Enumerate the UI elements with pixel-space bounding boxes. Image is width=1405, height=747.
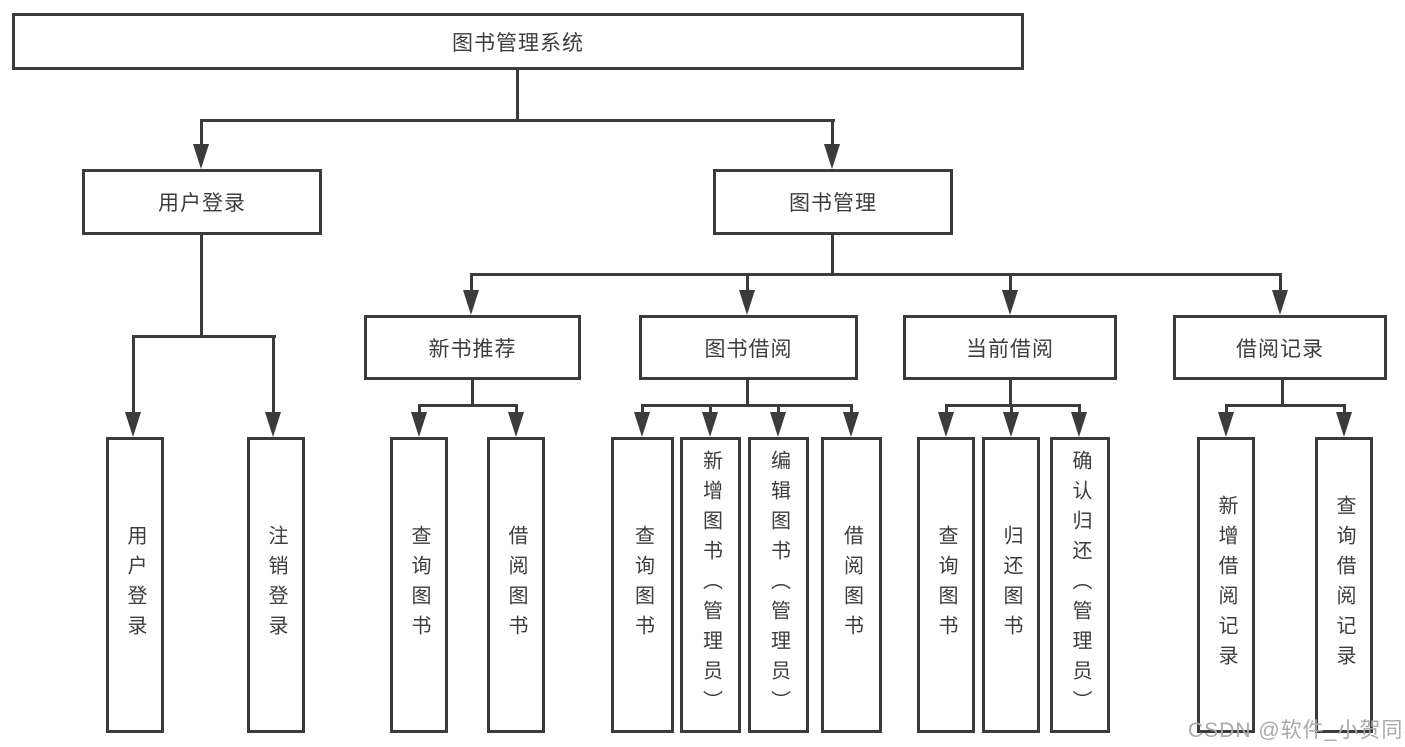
group-current-borrow: 当前借阅 — [903, 315, 1117, 380]
arrowhead-down — [770, 412, 786, 437]
arrowhead-down — [1002, 290, 1018, 315]
branch-user-login: 用户登录 — [82, 169, 322, 235]
leaf-label: 注销登录 — [265, 525, 287, 645]
arrowhead-down — [634, 412, 650, 437]
connector-drop-leaf — [709, 404, 712, 416]
connector-drop-group — [470, 273, 473, 295]
connector-drop-leaf — [641, 404, 644, 416]
leaf-borrow-books-1: 借阅图书 — [487, 437, 545, 733]
leaf-label: 借阅图书 — [840, 525, 863, 645]
connector-drop-leaf — [1010, 404, 1013, 416]
connector-book-mgmt-bus — [470, 273, 1282, 276]
connector-drop-group — [1279, 273, 1282, 295]
csdn-watermark: CSDN @软件_小贺同学 — [1188, 719, 1405, 742]
connector-drop-leaf — [1078, 404, 1081, 416]
leaf-label: 确认归还（管理员） — [1069, 450, 1091, 720]
leaf-return-books: 归还图书 — [982, 437, 1040, 733]
connector-drop-leaf — [777, 404, 780, 416]
connector-drop-leaf — [945, 404, 948, 416]
arrowhead-down — [843, 412, 859, 437]
connector-drop-user-login — [200, 119, 203, 147]
connector-root-stem — [516, 70, 519, 121]
branch-book-management: 图书管理 — [713, 169, 953, 235]
group-book-borrow: 图书借阅 — [639, 315, 858, 380]
connector-drop-leaf — [1225, 404, 1228, 416]
arrowhead-down — [1003, 412, 1019, 437]
connector-root-bus — [201, 119, 835, 122]
branch-user-login-label: 用户登录 — [158, 192, 246, 215]
arrowhead-down — [125, 412, 141, 437]
leaf-label: 用户登录 — [124, 525, 146, 645]
connector-drop-group — [746, 273, 749, 295]
connector-drop-leaf — [515, 404, 518, 416]
group-current-borrow-label: 当前借阅 — [966, 337, 1054, 361]
leaf-label: 编辑图书（管理员） — [767, 450, 790, 720]
connector-group-stem — [471, 380, 474, 407]
leaf-label: 借阅图书 — [505, 525, 527, 645]
arrowhead-down — [702, 412, 718, 437]
group-book-borrow-label: 图书借阅 — [704, 337, 793, 361]
leaf-logout: 注销登录 — [247, 437, 305, 733]
arrowhead-down — [1218, 412, 1234, 437]
arrowhead-down — [265, 412, 281, 437]
arrowhead-down — [463, 290, 479, 315]
connector-drop-leaf — [850, 404, 853, 416]
arrowhead-down — [938, 412, 954, 437]
leaf-query-books-2: 查询图书 — [611, 437, 674, 733]
arrowhead-down — [411, 412, 427, 437]
leaf-query-books-3: 查询图书 — [917, 437, 975, 733]
leaf-edit-books-admin: 编辑图书（管理员） — [748, 437, 809, 733]
group-borrow-record: 借阅记录 — [1173, 315, 1387, 380]
connector-drop-book-management — [831, 119, 834, 147]
leaf-add-books-admin: 新增图书（管理员） — [680, 437, 741, 733]
connector-drop-leaf — [1343, 404, 1346, 416]
arrowhead-down — [193, 144, 209, 169]
leaf-confirm-return-admin: 确认归还（管理员） — [1050, 437, 1110, 733]
connector-group-stem — [746, 380, 749, 407]
group-borrow-record-label: 借阅记录 — [1236, 337, 1324, 361]
connector-group-bus — [1225, 404, 1345, 407]
connector-user-login-bus — [133, 335, 276, 338]
leaf-label: 查询借阅记录 — [1333, 495, 1355, 675]
connector-group-stem — [1009, 380, 1012, 407]
leaf-label: 查询图书 — [408, 525, 430, 645]
leaf-label: 查询图书 — [631, 525, 654, 645]
root-node-label: 图书管理系统 — [452, 31, 584, 55]
connector-drop-leaf — [272, 335, 275, 415]
arrowhead-down — [1272, 290, 1288, 315]
connector-group-bus — [641, 404, 852, 407]
leaf-label: 新增借阅记录 — [1215, 495, 1237, 675]
leaf-borrow-books-2: 借阅图书 — [821, 437, 882, 733]
connector-group-stem — [1281, 380, 1284, 407]
connector-group-bus — [418, 404, 517, 407]
connector-drop-leaf — [418, 404, 421, 416]
group-new-book-recommend-label: 新书推荐 — [428, 337, 517, 361]
arrowhead-down — [1071, 412, 1087, 437]
leaf-add-borrow-record: 新增借阅记录 — [1197, 437, 1255, 733]
leaf-label: 新增图书（管理员） — [699, 450, 722, 720]
arrowhead-down — [739, 290, 755, 315]
root-node-library-system: 图书管理系统 — [12, 13, 1024, 70]
branch-book-management-label: 图书管理 — [789, 192, 877, 215]
leaf-label: 查询图书 — [935, 525, 957, 645]
arrowhead-down — [508, 412, 524, 437]
leaf-query-borrow-record: 查询借阅记录 — [1315, 437, 1373, 733]
leaf-query-books-1: 查询图书 — [390, 437, 448, 733]
connector-drop-leaf — [132, 335, 135, 415]
leaf-user-login: 用户登录 — [106, 437, 164, 733]
group-new-book-recommend: 新书推荐 — [364, 315, 581, 380]
connector-user-login-stem — [200, 235, 203, 338]
arrowhead-down — [824, 144, 840, 169]
connector-drop-group — [1009, 273, 1012, 295]
leaf-label: 归还图书 — [1000, 525, 1022, 645]
connector-book-mgmt-stem — [831, 235, 834, 276]
arrowhead-down — [1336, 412, 1352, 437]
